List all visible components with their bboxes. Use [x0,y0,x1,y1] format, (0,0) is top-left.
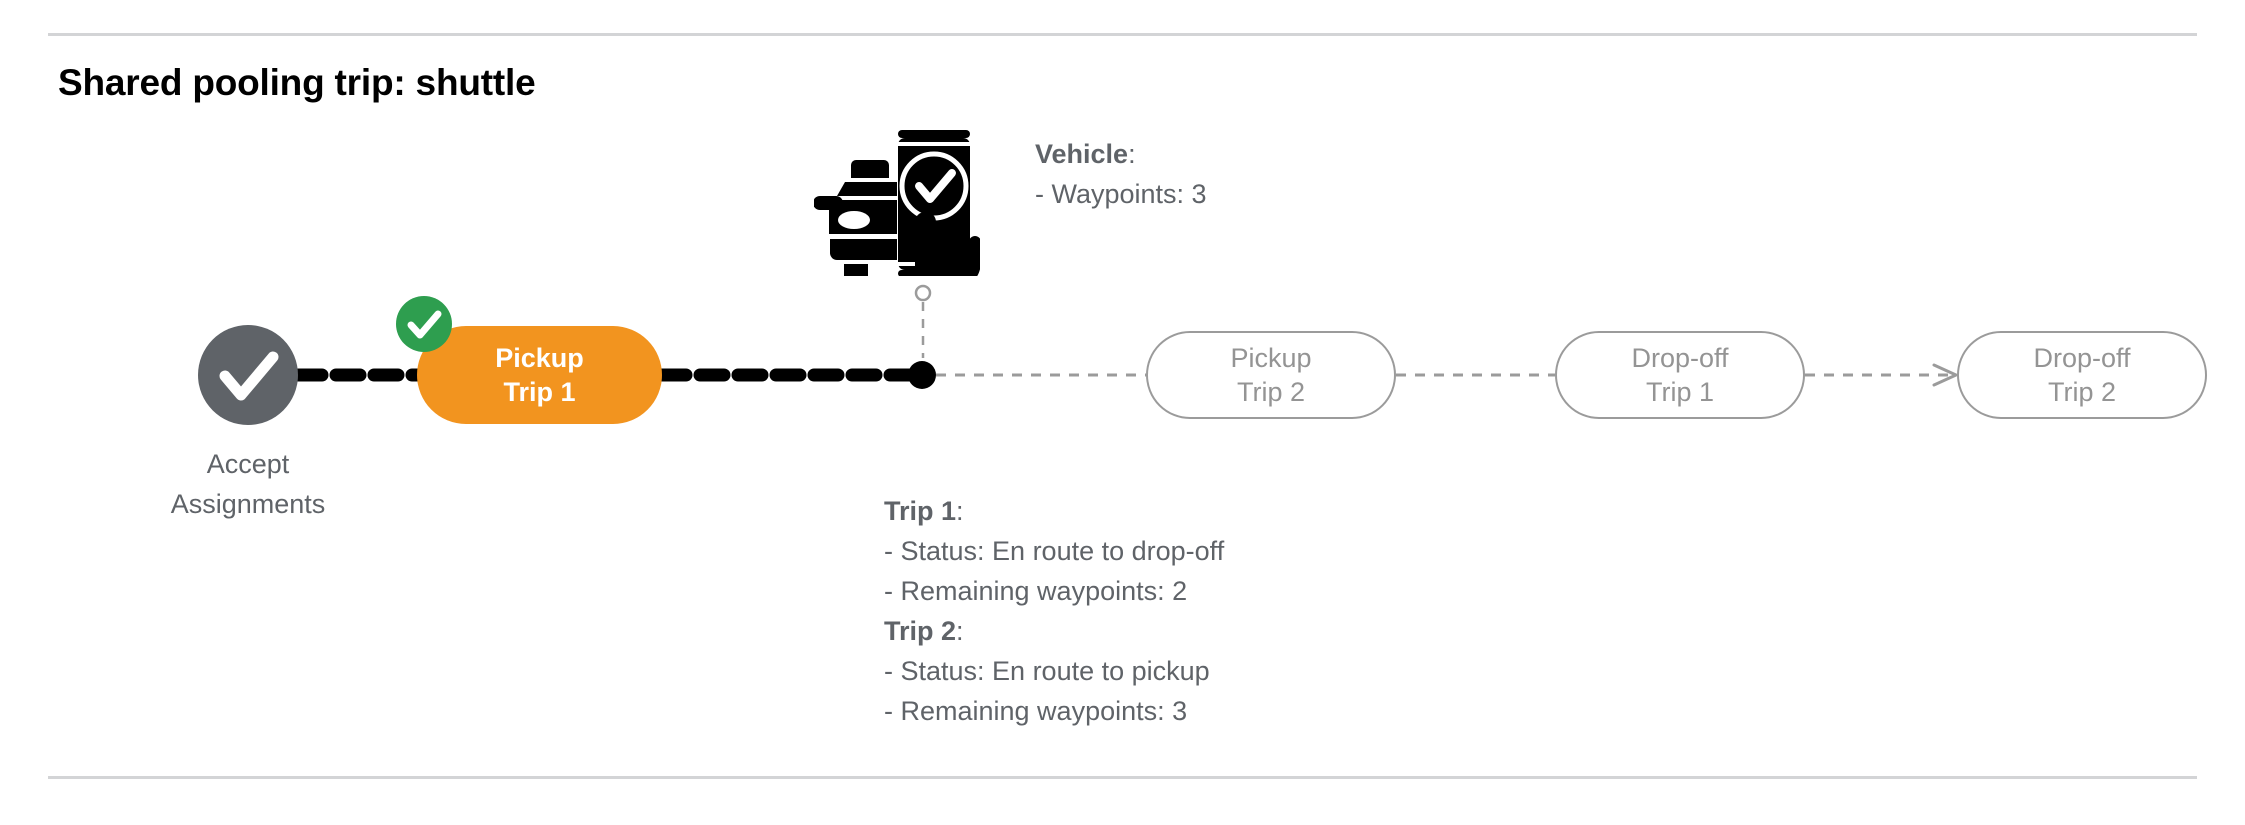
vehicle-waypoints: - Waypoints: 3 [1035,179,1207,209]
stop-dropoff-trip-1[interactable]: Drop-off Trip 1 [1555,331,1805,419]
trip-1-waypoints: - Remaining waypoints: 2 [884,576,1188,606]
stop-pickup-trip-2[interactable]: Pickup Trip 2 [1146,331,1396,419]
trip-1-colon: : [956,496,964,526]
stop-pickup-trip-1-line-2: Trip 1 [503,377,576,407]
trip-1-title: Trip 1: [884,491,1224,531]
top-divider [48,33,2197,36]
accept-label-line-2: Assignments [170,489,326,519]
trip-2-title: Trip 2: [884,611,1224,651]
trip-1-label: Trip 1 [884,496,957,526]
vehicle-label-colon: : [1128,139,1136,169]
stop-dropoff-trip-2-line-1: Drop-off [2033,343,2131,373]
trip-2-label: Trip 2 [884,616,957,646]
stop-dropoff-trip-2-line-2: Trip 2 [2047,377,2116,407]
bottom-divider [48,776,2197,779]
stop-pickup-trip-2-line-2: Trip 2 [1236,377,1305,407]
stop-dropoff-trip-1-line-1: Drop-off [1631,343,1729,373]
accept-assignments-label: Accept Assignments [118,444,378,524]
trip-2-waypoints: - Remaining waypoints: 3 [884,696,1188,726]
arrowhead-icon [1932,363,1958,387]
vehicle-callout-title: Vehicle: [1035,134,1207,174]
vehicle-label: Vehicle [1035,139,1129,169]
trip-1-status: - Status: En route to drop-off [884,536,1225,566]
page-title: Shared pooling trip: shuttle [58,62,536,103]
stop-dropoff-trip-2[interactable]: Drop-off Trip 2 [1957,331,2207,419]
vehicle-position-dot [908,361,936,389]
stop-pickup-trip-2-line-1: Pickup [1230,343,1312,373]
car-phone-check-hand-icon [814,116,980,276]
check-circle-icon[interactable] [198,325,298,425]
trip-2-colon: : [956,616,964,646]
stop-pickup-trip-1[interactable]: Pickup Trip 1 [417,326,662,424]
trip-2-status: - Status: En route to pickup [884,656,1210,686]
vehicle-position-marker-icon [905,284,941,384]
completed-check-badge-icon [396,296,452,352]
stop-pickup-trip-1-line-1: Pickup [495,343,584,373]
stop-dropoff-trip-1-line-2: Trip 1 [1645,377,1714,407]
vehicle-callout: Vehicle: - Waypoints: 3 [1035,134,1207,214]
accept-label-line-1: Accept [206,449,290,479]
trip-details-callout: Trip 1: - Status: En route to drop-off -… [884,491,1224,731]
